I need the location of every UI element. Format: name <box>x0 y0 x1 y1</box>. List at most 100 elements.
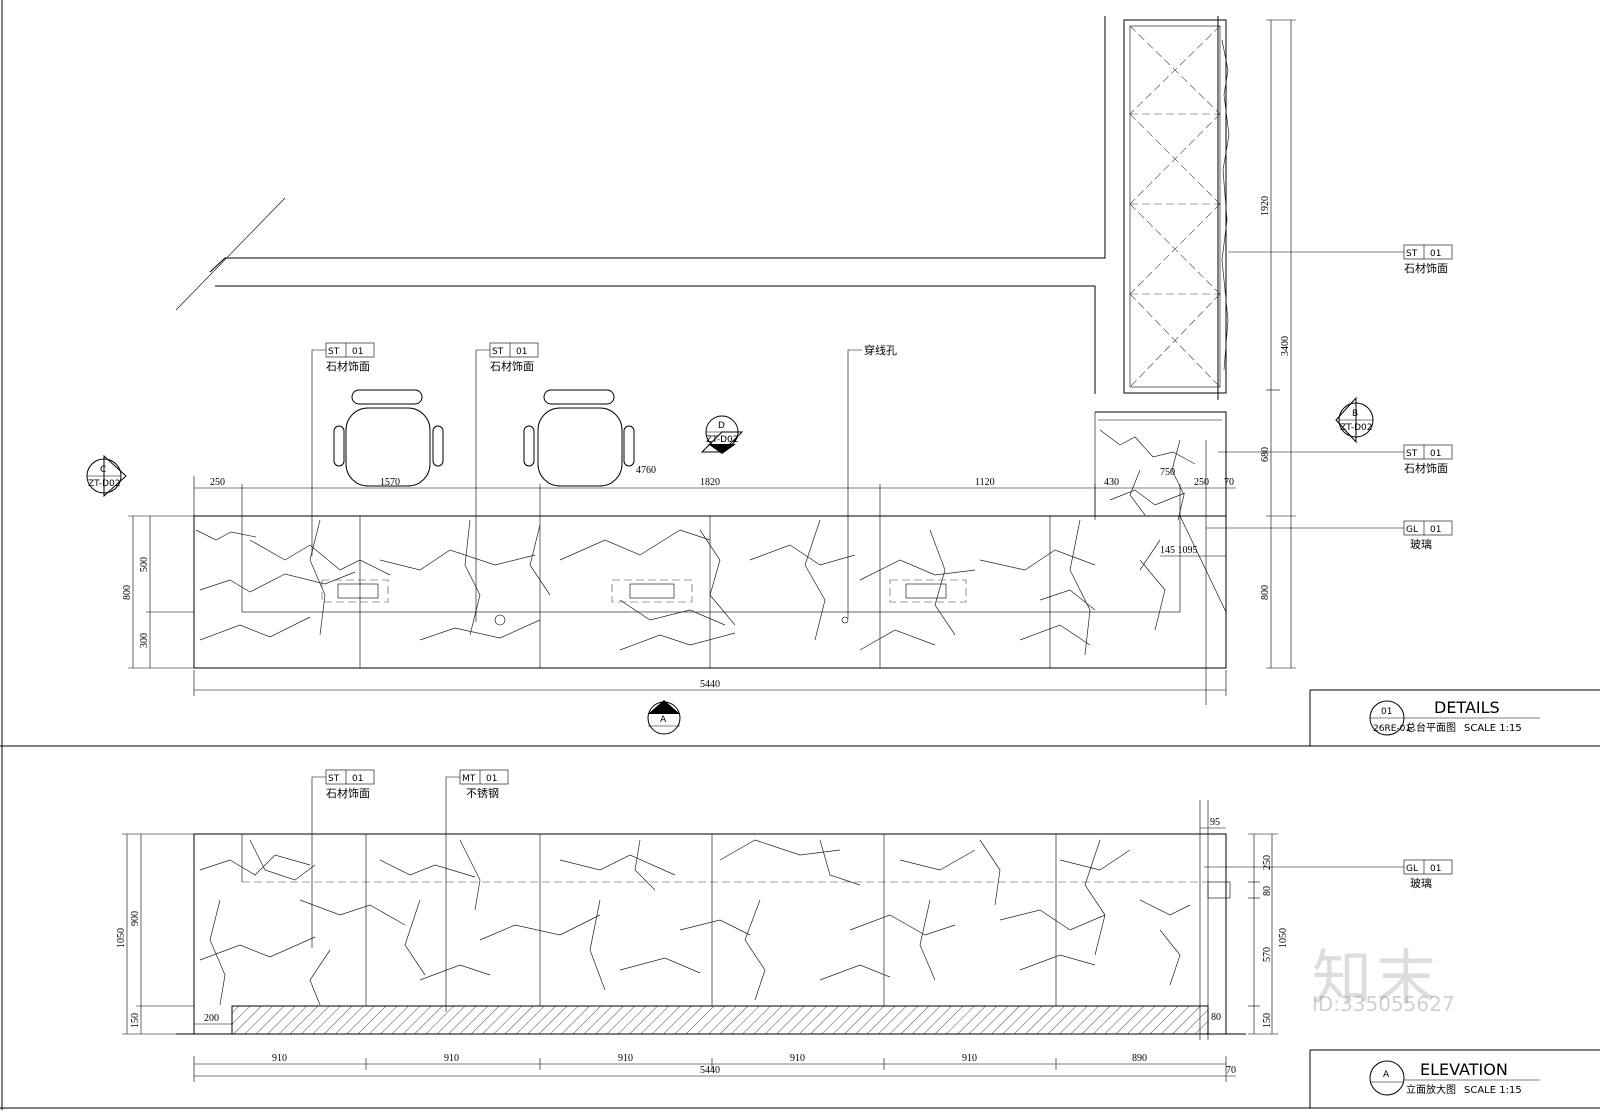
callout-num: 01 <box>1430 525 1441 535</box>
elev-dim-250: 250 <box>1262 855 1273 870</box>
elev-dim-200: 200 <box>204 1013 219 1024</box>
plan-dimensions-right: 1920 3400 680 800 <box>1260 19 1296 669</box>
plan-dim-4760: 4760 <box>636 465 656 476</box>
callout-label: 玻璃 <box>1410 876 1432 890</box>
plan-dim-800-right: 800 <box>1260 585 1271 600</box>
plan-dim-5440: 5440 <box>700 679 720 690</box>
elev-dimensions-right: 250 80 570 1050 150 95 80 <box>1200 817 1289 1035</box>
elev-dim-80-plinth: 80 <box>1211 1012 1221 1023</box>
callout-label: 石材饰面 <box>1404 461 1448 475</box>
plan-dimensions-bottom: 5440 <box>193 670 1227 696</box>
plan-dim-680: 680 <box>1260 447 1271 462</box>
elevation-subtitle: 立面放大图 <box>1406 1083 1456 1096</box>
plan-view: 250 1570 4760 1820 1120 430 750 250 70 1… <box>86 16 1540 736</box>
callout-num: 01 <box>352 347 363 357</box>
marker-b: B ZT-D02 <box>1335 396 1374 444</box>
plan-dimensions-top: 250 1570 4760 1820 1120 430 750 250 70 1… <box>193 465 1236 557</box>
plan-dim-1920: 1920 <box>1260 196 1271 216</box>
plan-dim-70: 70 <box>1224 477 1234 488</box>
plan-dim-1120: 1120 <box>975 477 995 488</box>
plan-callout-4: ST 01 石材饰面 <box>1218 444 1453 475</box>
callout-code: GL <box>1406 525 1418 535</box>
plan-hole-callout: 穿线孔 <box>847 343 897 618</box>
elevation-scale: SCALE 1:15 <box>1464 1085 1522 1096</box>
callout-num: 01 <box>486 774 497 784</box>
chair-1 <box>333 389 444 487</box>
elevation-desk <box>176 800 1246 1040</box>
details-title: DETAILS <box>1434 698 1500 717</box>
callout-label: 石材饰面 <box>326 359 370 373</box>
details-num: 01 <box>1381 707 1392 717</box>
callout-num: 01 <box>1430 449 1441 459</box>
elev-dim-5440: 5440 <box>700 1065 720 1076</box>
elev-dim-900: 900 <box>130 911 141 926</box>
plan-dim-inner: 145 1095 <box>1160 545 1198 556</box>
elev-callout-2: MT 01 不锈钢 <box>445 769 509 1012</box>
callout-label: 玻璃 <box>1410 537 1432 551</box>
plan-dim-250b: 250 <box>1194 477 1209 488</box>
watermark-id: ID:335055627 <box>1312 992 1455 1016</box>
plan-dim-300: 300 <box>139 633 150 648</box>
plan-dim-250: 250 <box>210 477 225 488</box>
callout-num: 01 <box>1430 864 1441 874</box>
callout-code: ST <box>328 347 340 357</box>
callout-code: ST <box>328 774 340 784</box>
elev-dim-910-3: 910 <box>618 1053 633 1064</box>
callout-code: MT <box>462 774 476 784</box>
marker-c-letter: C <box>100 465 106 475</box>
callout-label: 不锈钢 <box>466 787 499 800</box>
elevation-title: ELEVATION <box>1420 1060 1508 1079</box>
marker-b-ref: ZT-D02 <box>1340 423 1372 433</box>
title-block-details: 01 26RE-01 DETAILS 总台平面图 SCALE 1:15 <box>1369 698 1540 736</box>
elev-dim-70: 70 <box>1226 1065 1236 1076</box>
plan-walls <box>175 16 1219 400</box>
marker-c: C ZT-D02 <box>86 454 127 498</box>
elev-dim-890: 890 <box>1132 1053 1147 1064</box>
details-subtitle: 总台平面图 <box>1406 721 1456 734</box>
details-scale: SCALE 1:15 <box>1464 723 1522 734</box>
callout-code: GL <box>1406 864 1418 874</box>
elev-dim-80: 80 <box>1262 886 1273 896</box>
marker-d: D ZT-D02 <box>700 415 744 454</box>
watermark-logo: 知末 <box>1312 944 1440 1014</box>
marker-d-ref: ZT-D02 <box>706 435 738 445</box>
elev-dim-150-left: 150 <box>130 1013 141 1028</box>
elev-dim-910-5: 910 <box>962 1053 977 1064</box>
callout-label: 石材饰面 <box>1404 261 1448 275</box>
plan-callout-2: ST 01 石材饰面 <box>475 342 539 622</box>
elevation-view: ST 01 石材饰面 MT 01 不锈钢 GL 01 玻璃 <box>116 769 1540 1096</box>
marker-c-ref: ZT-D02 <box>88 479 120 489</box>
elev-dimensions-left: 1050 900 150 200 <box>116 833 232 1035</box>
marker-b-letter: B <box>1352 409 1358 419</box>
plan-dim-3400: 3400 <box>1280 336 1291 356</box>
desk-plan <box>193 440 1227 705</box>
plan-dimensions-left: 800 500 300 <box>122 515 194 669</box>
elevation-letter: A <box>1383 1070 1390 1080</box>
marker-a: A <box>647 700 681 735</box>
elev-dim-1050-left: 1050 <box>116 928 127 948</box>
glass-wall-panel <box>1123 19 1230 394</box>
callout-num: 01 <box>516 347 527 357</box>
elev-dim-570: 570 <box>1262 947 1273 962</box>
callout-num: 01 <box>1430 249 1441 259</box>
chair-2 <box>523 389 635 487</box>
plan-callout-5: GL 01 玻璃 <box>1206 520 1453 551</box>
elev-dim-1050-right: 1050 <box>1278 928 1289 948</box>
elev-dim-910-2: 910 <box>444 1053 459 1064</box>
desk-return <box>1094 411 1227 668</box>
callout-label: 石材饰面 <box>326 786 370 800</box>
callout-code: ST <box>492 347 504 357</box>
plan-dim-1820: 1820 <box>700 477 720 488</box>
title-block-elevation: A ELEVATION 立面放大图 SCALE 1:15 <box>1369 1060 1540 1096</box>
elev-callout-1: ST 01 石材饰面 <box>311 769 375 948</box>
marker-d-letter: D <box>718 421 725 431</box>
plan-callout-3: ST 01 石材饰面 <box>1228 244 1453 275</box>
elev-dim-150-right: 150 <box>1262 1013 1273 1028</box>
plan-dim-800-left: 800 <box>122 585 133 600</box>
callout-label: 石材饰面 <box>490 359 534 373</box>
plan-dim-1570: 1570 <box>380 477 400 488</box>
hole-label: 穿线孔 <box>864 343 897 357</box>
plan-dim-750: 750 <box>1160 467 1175 478</box>
